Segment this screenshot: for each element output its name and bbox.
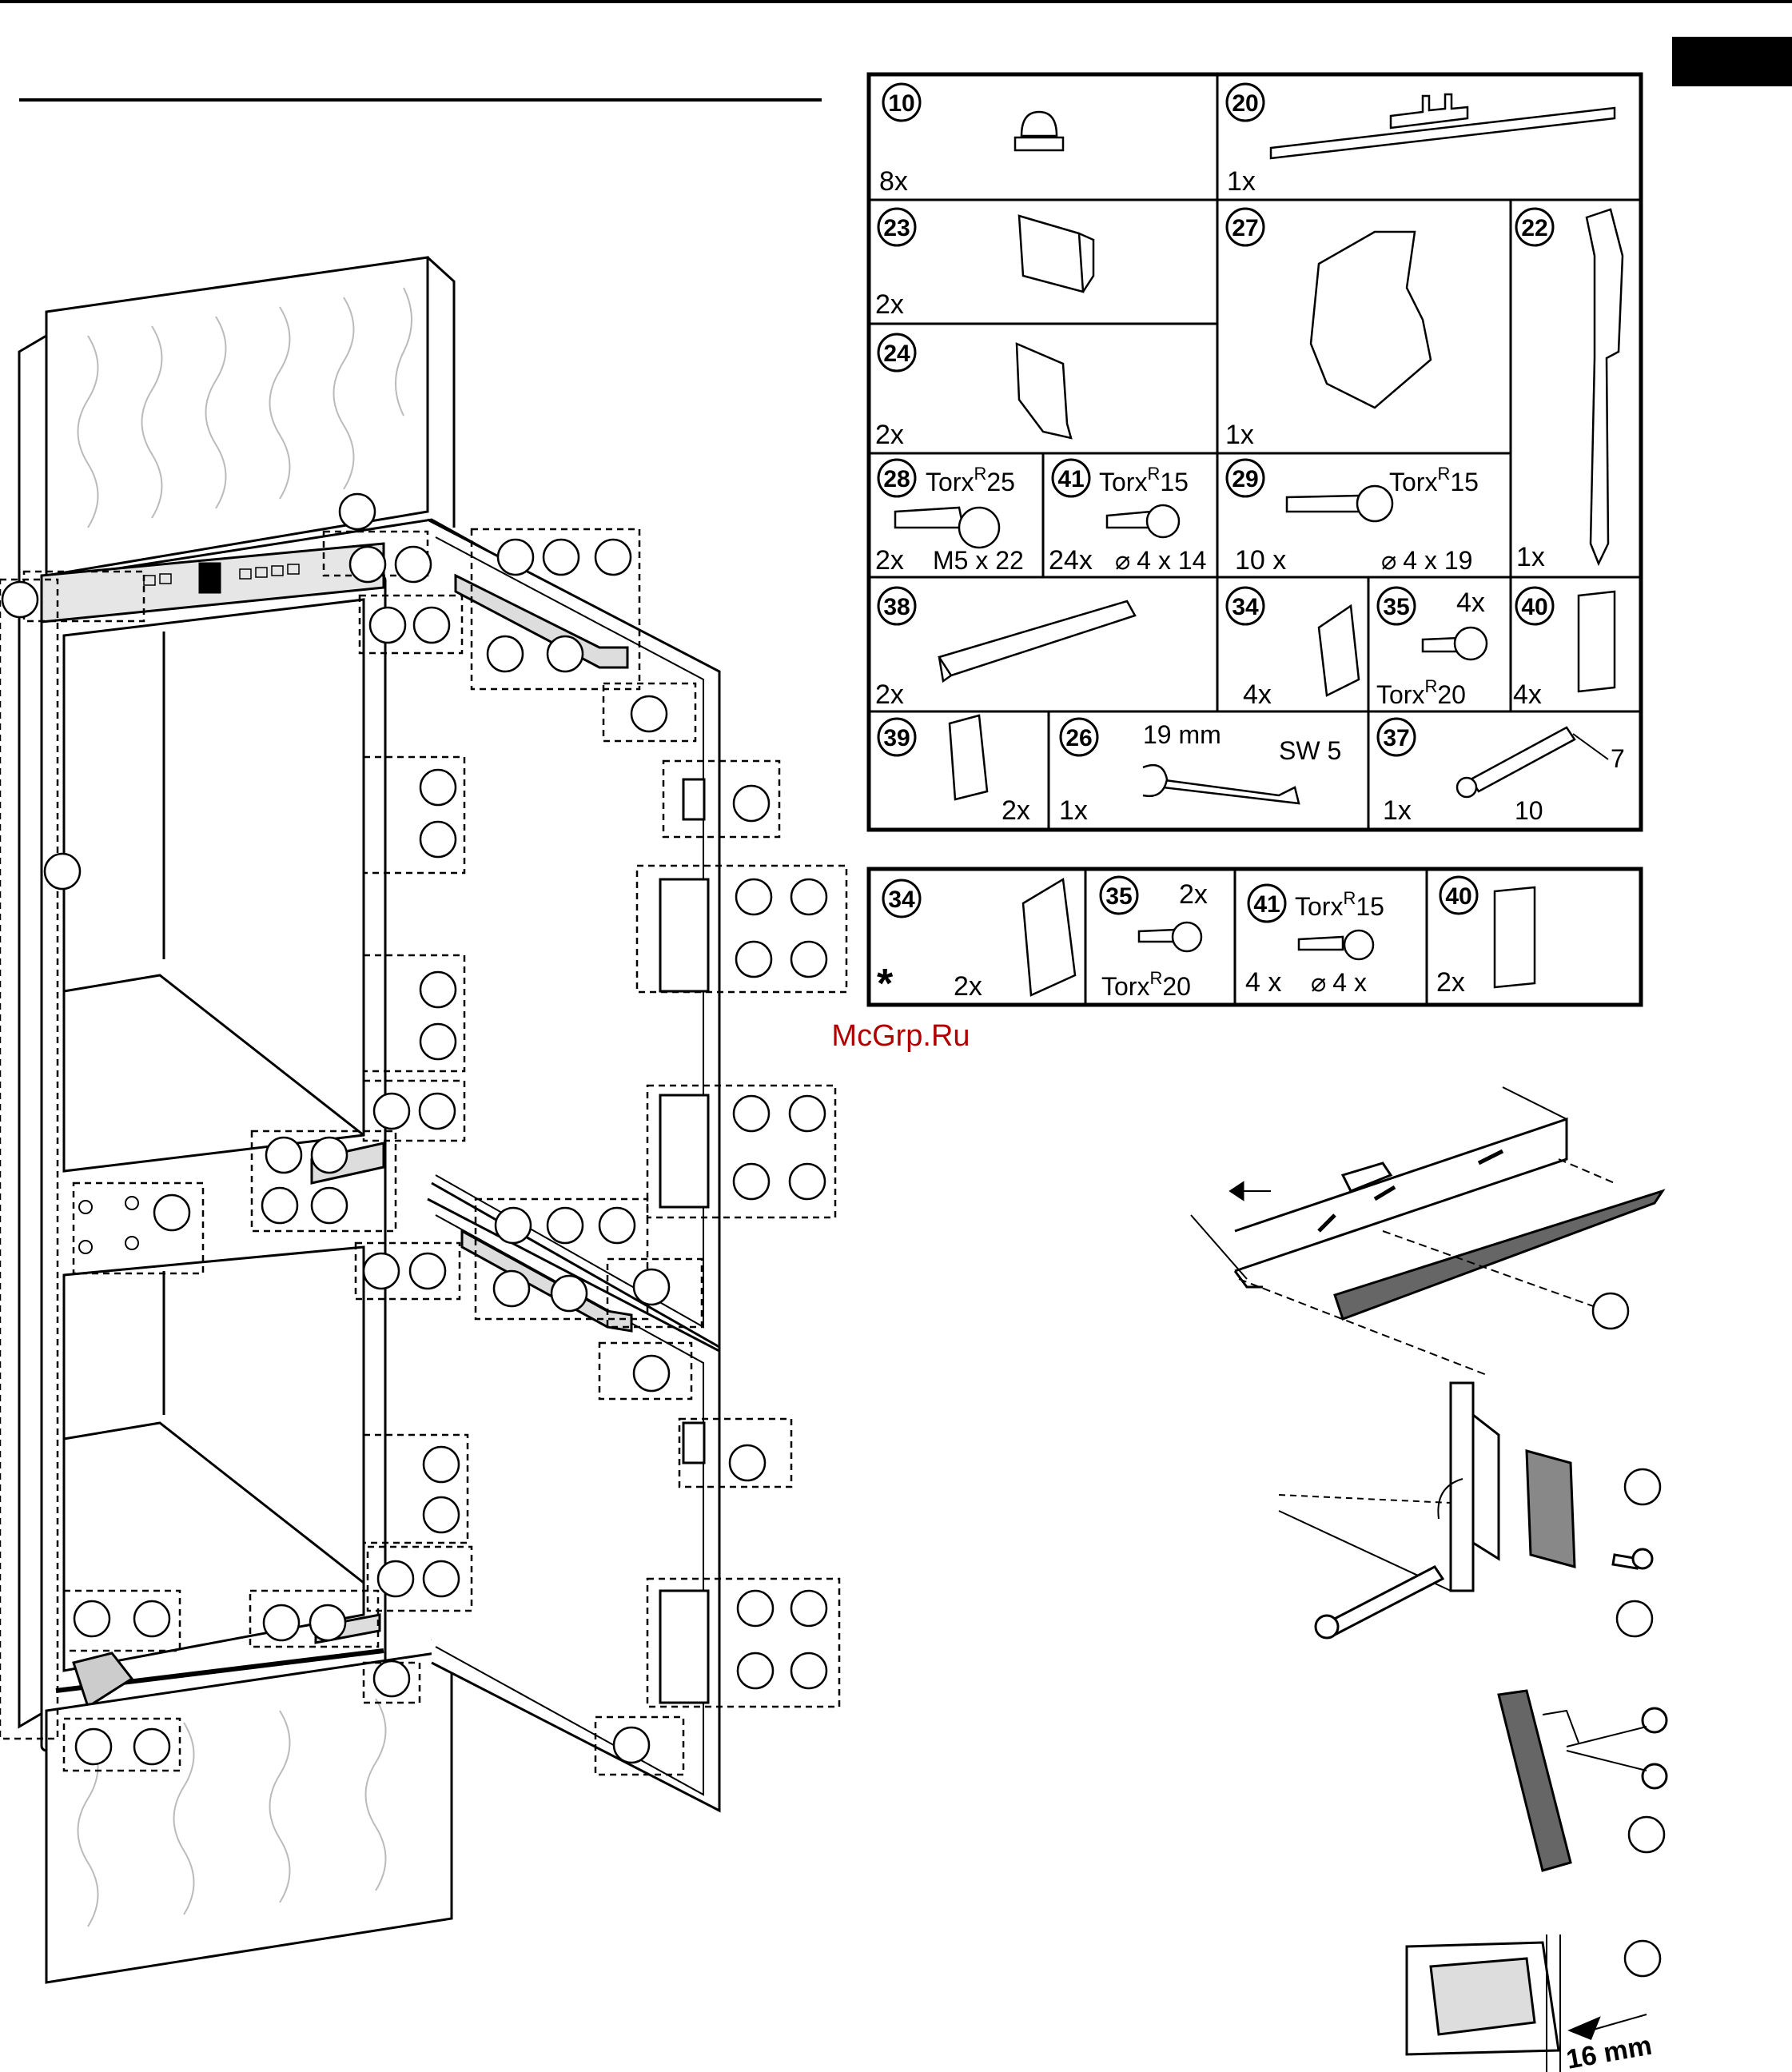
- qty-35: 4x: [1456, 588, 1485, 618]
- qty-41: 24x: [1049, 545, 1093, 576]
- watermark: McGrp.Ru: [831, 1019, 970, 1053]
- registered-mark-29: R: [1437, 464, 1450, 484]
- torx-label-41: Torx: [1099, 468, 1147, 496]
- opt-qty-35: 2x: [1179, 879, 1208, 910]
- part-id-24: 24: [883, 341, 910, 367]
- part-id-37: 37: [1383, 725, 1409, 751]
- qty-20: 1x: [1227, 166, 1256, 197]
- qty-39: 2x: [1002, 795, 1030, 826]
- detail-cut-strip: [1499, 1691, 1667, 1871]
- opt-spec-41: 4 x: [1332, 968, 1367, 997]
- qty-23: 2x: [875, 289, 904, 320]
- qty-38: 2x: [875, 679, 904, 710]
- upper-wood-panel: [46, 257, 428, 576]
- part-35-icon: [1423, 638, 1459, 651]
- spec-28: M5 x 22: [933, 546, 1024, 575]
- qty-28: 2x: [875, 545, 904, 576]
- svg-text:⌀4 x 19: ⌀4 x 19: [1381, 546, 1472, 575]
- part-id-41: 41: [1057, 466, 1084, 492]
- parts-table: 10 20 23 27 22 24 28 41 29 38 34 35 40 3…: [869, 74, 1641, 995]
- torx-label-35: Torx: [1376, 680, 1424, 709]
- opt-qty-34: 2x: [954, 971, 982, 1002]
- part-id-27: 27: [1232, 215, 1258, 241]
- svg-text:TorxR15: TorxR15: [1295, 888, 1384, 921]
- svg-text:TorxR25: TorxR25: [926, 464, 1015, 496]
- diameter-icon: ⌀: [1311, 968, 1326, 997]
- qty-22: 1x: [1516, 542, 1545, 572]
- torx-label-28: Torx: [926, 468, 974, 496]
- scissors-icon: [1567, 1727, 1647, 1771]
- part-id-34: 34: [1232, 594, 1259, 620]
- opt-qty-41: 4 x: [1245, 967, 1281, 998]
- detail-rail-mounting: [1191, 1087, 1663, 1375]
- diameter-icon: ⌀: [1381, 546, 1396, 575]
- svg-text:⌀4 x 14: ⌀4 x 14: [1115, 546, 1206, 575]
- registered-mark-28: R: [974, 464, 986, 484]
- qty-24: 2x: [875, 420, 904, 450]
- opt-41-icon: [1299, 937, 1343, 950]
- opt-registered-mark-41: R: [1343, 888, 1356, 908]
- torx-size-28: 25: [986, 468, 1015, 496]
- part-41-icon: [1107, 512, 1151, 528]
- qty-27: 1x: [1225, 420, 1254, 450]
- diameter-icon: ⌀: [1115, 546, 1130, 575]
- opt-torx-label-41: Torx: [1295, 892, 1343, 921]
- opt-id-40: 40: [1445, 883, 1471, 910]
- part-id-22: 22: [1521, 215, 1547, 241]
- part-id-39: 39: [883, 725, 910, 751]
- qty-40: 4x: [1513, 679, 1542, 710]
- registered-mark-35: R: [1424, 676, 1437, 696]
- svg-text:TorxR20: TorxR20: [1376, 676, 1466, 709]
- opt-registered-mark-35: R: [1149, 968, 1162, 988]
- dim-26-sw: SW 5: [1279, 736, 1341, 765]
- part-29-icon: [1287, 496, 1359, 512]
- opt-torx-size-35: 20: [1162, 972, 1191, 1001]
- lower-wood-panel: [46, 1651, 452, 1982]
- part-id-20: 20: [1232, 90, 1258, 117]
- opt-id-41: 41: [1253, 891, 1280, 918]
- part-28-icon: [895, 508, 963, 528]
- torx-size-35: 20: [1437, 680, 1466, 709]
- spec-29: 4 x 19: [1403, 546, 1472, 575]
- opt-40-icon: [1495, 887, 1535, 987]
- dim-37-b: 10: [1515, 796, 1543, 825]
- part-id-23: 23: [883, 215, 910, 241]
- part-id-28: 28: [883, 466, 910, 492]
- qty-10: 8x: [879, 166, 908, 197]
- part-id-35: 35: [1383, 594, 1409, 620]
- opt-qty-40: 2x: [1436, 967, 1465, 998]
- detail-hinge-bracket: [1279, 1383, 1660, 1638]
- opt-torx-label-35: Torx: [1101, 972, 1149, 1001]
- svg-text:TorxR20: TorxR20: [1101, 968, 1191, 1001]
- opt-34-icon: [1023, 879, 1075, 995]
- opt-id-35: 35: [1105, 883, 1132, 910]
- part-id-29: 29: [1232, 466, 1258, 492]
- dim-37-a: 7: [1611, 744, 1625, 773]
- svg-text:TorxR15: TorxR15: [1389, 464, 1479, 496]
- part-40-icon: [1579, 592, 1615, 691]
- spec-41: 4 x 14: [1137, 546, 1206, 575]
- opt-35-icon: [1139, 930, 1175, 942]
- torx-size-29: 15: [1450, 468, 1479, 496]
- registered-mark-41: R: [1147, 464, 1160, 484]
- svg-text:TorxR15: TorxR15: [1099, 464, 1189, 496]
- dim-26-wrench: 19 mm: [1143, 720, 1221, 749]
- part-id-10: 10: [888, 90, 914, 117]
- optional-marker: *: [877, 961, 894, 1007]
- part-id-38: 38: [883, 594, 910, 620]
- opt-torx-size-41: 15: [1356, 892, 1384, 921]
- opt-id-34: 34: [888, 887, 915, 913]
- svg-text:⌀4 x: ⌀4 x: [1311, 968, 1367, 997]
- part-id-40: 40: [1521, 594, 1547, 620]
- torx-label-29: Torx: [1389, 468, 1437, 496]
- hinge-offset-dimension: 16 mm: [1564, 2030, 1655, 2072]
- page-tab: [1672, 37, 1792, 86]
- qty-29: 10 x: [1235, 545, 1286, 576]
- qty-37: 1x: [1383, 795, 1412, 826]
- torx-size-41: 15: [1160, 468, 1189, 496]
- part-id-26: 26: [1065, 725, 1092, 751]
- qty-34: 4x: [1243, 679, 1272, 710]
- qty-26: 1x: [1059, 795, 1088, 826]
